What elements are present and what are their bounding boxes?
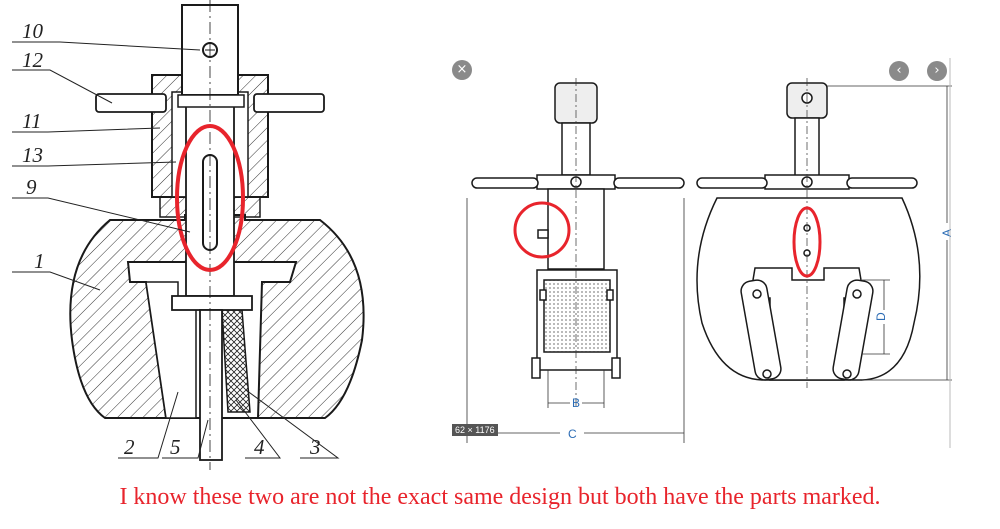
leader-lines	[12, 41, 340, 459]
crossbar-right	[253, 93, 325, 113]
specimen	[199, 309, 223, 461]
sectional-drawing: 10 12 11 13 9 1 2 5 4 3	[0, 0, 380, 470]
dimension-label-a: A	[940, 229, 954, 237]
close-icon[interactable]: ×	[452, 60, 472, 80]
dimension-b	[547, 370, 605, 408]
highlight-slot	[175, 124, 245, 272]
crossbar-left	[95, 93, 167, 113]
caption-text: I know these two are not the exact same …	[119, 484, 881, 510]
side-view	[696, 82, 921, 381]
product-drawing-svg: C B	[466, 58, 954, 448]
image-size-badge: 62 × 1176	[452, 424, 498, 436]
dimension-a	[827, 85, 952, 381]
part-label-1: 1	[34, 249, 45, 273]
part-label-12: 12	[22, 48, 44, 72]
part-label-9: 9	[26, 175, 37, 199]
dimension-d	[862, 279, 890, 355]
part-label-2: 2	[124, 435, 135, 459]
part-label-3: 3	[309, 435, 321, 459]
highlight-pin	[513, 201, 571, 259]
dimension-label-b: B	[572, 396, 580, 410]
part-label-4: 4	[254, 435, 265, 459]
next-image-button[interactable]: ›	[927, 61, 947, 81]
front-view	[471, 82, 685, 379]
part-label-10: 10	[22, 19, 44, 43]
part-label-5: 5	[170, 435, 181, 459]
image-viewer: C B	[452, 58, 957, 448]
part-label-11: 11	[22, 109, 41, 133]
previous-image-button[interactable]: ‹	[889, 61, 909, 81]
dimension-label-c: C	[568, 427, 577, 441]
part-label-13: 13	[22, 143, 43, 167]
sectional-drawing-svg: 10 12 11 13 9 1 2 5 4 3	[12, 0, 365, 470]
dimension-c	[466, 198, 685, 443]
highlight-holes	[792, 206, 822, 278]
dimension-label-d: D	[874, 312, 888, 321]
